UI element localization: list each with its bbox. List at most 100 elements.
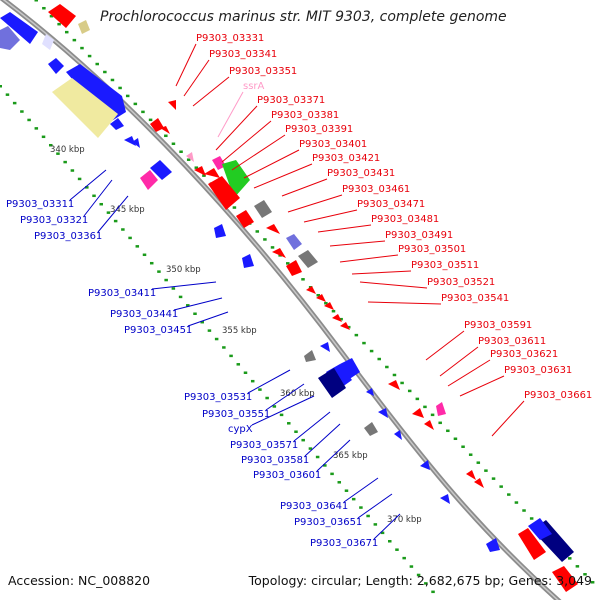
gene-label-p9303_03311[interactable]: P9303_03311: [6, 199, 74, 210]
gene-label-p9303_03631[interactable]: P9303_03631: [504, 365, 572, 376]
tick-dot: [56, 152, 60, 155]
gene-label-p9303_03411[interactable]: P9303_03411: [88, 288, 156, 299]
tick-dot: [380, 531, 385, 535]
label-connector: [339, 254, 399, 263]
tick-dot: [164, 134, 168, 138]
gene-label-p9303_03461[interactable]: P9303_03461: [342, 184, 410, 195]
gene-block: [412, 408, 424, 418]
gene-block: [0, 12, 38, 44]
tick-dot: [400, 381, 404, 385]
gene-label-p9303_03661[interactable]: P9303_03661: [524, 390, 592, 401]
gene-label-p9303_03491[interactable]: P9303_03491: [385, 230, 453, 241]
gene-label-p9303_03611[interactable]: P9303_03611: [478, 336, 546, 347]
gene-label-p9303_03371[interactable]: P9303_03371: [257, 95, 325, 106]
tick-dot: [344, 489, 349, 492]
tick-dot: [287, 422, 291, 425]
tick-dot: [407, 389, 412, 393]
gene-label-p9303_03401[interactable]: P9303_03401: [299, 139, 367, 150]
gene-label-p9303_03361[interactable]: P9303_03361: [34, 231, 102, 242]
gene-block: [466, 470, 476, 480]
gene-block: [150, 118, 164, 132]
gene-label-p9303_03551[interactable]: P9303_03551: [202, 409, 270, 420]
gene-label-p9303_03621[interactable]: P9303_03621: [490, 349, 558, 360]
gene-label-p9303_03481[interactable]: P9303_03481: [371, 214, 439, 225]
gene-label-p9303_03501[interactable]: P9303_03501: [398, 244, 466, 255]
gene-label-p9303_03601[interactable]: P9303_03601: [253, 470, 321, 481]
gene-label-p9303_03571[interactable]: P9303_03571: [230, 440, 298, 451]
tick-dot: [113, 219, 118, 223]
label-connector: [329, 240, 386, 247]
tick-dot: [12, 101, 17, 105]
gene-block: [420, 460, 430, 470]
gene-block: [286, 260, 302, 276]
gene-block: [388, 380, 400, 390]
gene-label-p9303_03651[interactable]: P9303_03651: [294, 517, 362, 528]
gene-block: [78, 20, 90, 34]
label-connector: [351, 270, 412, 275]
tick-dot: [354, 333, 359, 337]
gene-label-p9303_03381[interactable]: P9303_03381: [271, 110, 339, 121]
tick-dot: [415, 397, 420, 401]
tick-dot: [64, 30, 69, 34]
gene-label-p9303_03451[interactable]: P9303_03451: [124, 325, 192, 336]
tick-dot: [388, 540, 392, 543]
gene-label-p9303_03441[interactable]: P9303_03441: [110, 309, 178, 320]
gene-label-p9303_03541[interactable]: P9303_03541: [441, 293, 509, 304]
gene-block: [306, 286, 316, 294]
gene-label-p9303_03331[interactable]: P9303_03331: [196, 33, 264, 44]
gene-label-p9303_03341[interactable]: P9303_03341: [209, 49, 277, 60]
tick-dot: [301, 278, 305, 281]
gene-label-p9303_03321[interactable]: P9303_03321: [20, 215, 88, 226]
label-connector: [447, 359, 491, 387]
gene-label-ssra[interactable]: ssrA: [243, 81, 265, 92]
gene-block: [110, 118, 124, 130]
tick-dot: [141, 110, 145, 114]
tick-dot: [202, 174, 206, 177]
tick-dot: [41, 135, 46, 139]
tick-dot: [106, 211, 111, 214]
tick-dot: [286, 262, 290, 265]
tick-dot: [171, 142, 176, 146]
tick-dot: [294, 430, 298, 433]
label-connector: [221, 120, 272, 163]
gene-block: [160, 126, 170, 134]
genome-title: Prochlorococcus marinus str. MIT 9303, c…: [100, 9, 507, 25]
tick-dot: [339, 317, 343, 321]
tick-dot: [430, 413, 435, 417]
gene-label-cypx[interactable]: cypX: [228, 424, 253, 435]
gene-label-p9303_03581[interactable]: P9303_03581: [241, 455, 309, 466]
gene-block: [486, 538, 500, 552]
label-connector: [187, 311, 229, 327]
tick-dot: [27, 118, 31, 122]
gene-label-p9303_03471[interactable]: P9303_03471: [357, 199, 425, 210]
tick-dot: [315, 455, 320, 459]
label-connector: [69, 169, 107, 201]
tick-dot: [362, 341, 366, 345]
tick-dot: [522, 509, 526, 512]
gene-label-p9303_03511[interactable]: P9303_03511: [411, 260, 479, 271]
gene-label-p9303_03521[interactable]: P9303_03521: [427, 277, 495, 288]
label-connector: [304, 423, 341, 457]
tick-dot: [42, 6, 46, 10]
gene-label-p9303_03421[interactable]: P9303_03421: [312, 153, 380, 164]
gene-label-p9303_03641[interactable]: P9303_03641: [280, 501, 348, 512]
gene-label-p9303_03431[interactable]: P9303_03431: [327, 168, 395, 179]
tick-dot: [5, 93, 10, 96]
gene-label-p9303_03531[interactable]: P9303_03531: [184, 392, 252, 403]
gene-label-p9303_03591[interactable]: P9303_03591: [464, 320, 532, 331]
tick-dot: [395, 548, 399, 551]
gene-label-p9303_03671[interactable]: P9303_03671: [310, 538, 378, 549]
tick-dot: [324, 301, 328, 305]
gene-block: [366, 388, 374, 396]
tick-dot: [330, 472, 334, 476]
gene-block: [48, 58, 64, 74]
gene-label-p9303_03351[interactable]: P9303_03351: [229, 66, 297, 77]
genome-summary-text: Topology: circular; Length: 2,682,675 bp…: [248, 573, 592, 588]
label-connector: [281, 178, 328, 197]
tick-dot: [49, 14, 54, 18]
gene-label-p9303_03391[interactable]: P9303_03391: [285, 124, 353, 135]
gene-block: [194, 166, 206, 176]
label-connector: [83, 179, 113, 217]
tick-dot: [72, 38, 77, 42]
